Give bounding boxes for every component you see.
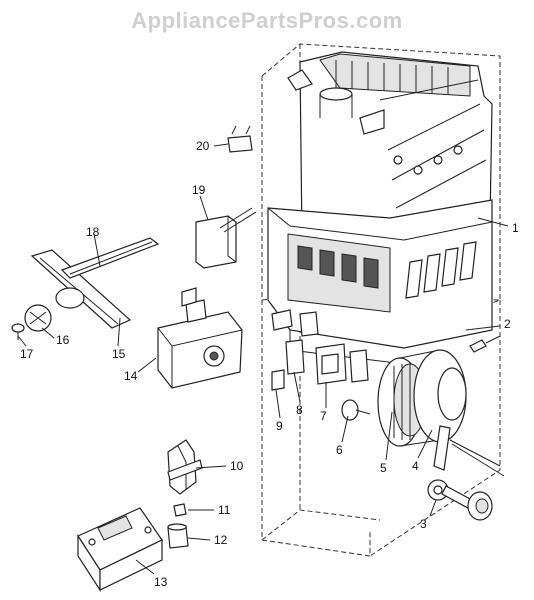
gas-valve [157,287,243,389]
callout-8: 8 [296,403,303,417]
watermark: AppliancePartsPros.com [131,8,403,33]
callout-4: 4 [412,459,419,473]
callout-13: 13 [154,575,168,589]
callout-2: 2 [504,317,511,331]
callout-9: 9 [276,419,283,433]
heat-exchanger [287,51,493,251]
callouts: 1 2 3 4 5 6 7 8 9 10 11 12 13 14 15 16 1… [20,139,519,589]
screw-part-2 [469,335,501,353]
callout-10: 10 [230,459,244,473]
pilot-orifice [173,503,187,517]
control-components [271,309,371,421]
ignition-module [77,507,163,593]
callout-12: 12 [214,533,228,547]
callout-18: 18 [86,225,100,239]
pressure-switch [427,479,493,521]
orifice-fitting [167,523,189,549]
orifice-screw [11,323,25,340]
callout-20: 20 [196,139,210,153]
callout-6: 6 [336,443,343,457]
callout-16: 16 [56,333,70,347]
callout-3: 3 [420,517,427,531]
leader-lines [17,143,509,575]
burner [30,237,160,329]
callout-1: 1 [512,221,519,235]
burner-orifice-disc [24,304,52,332]
callout-5: 5 [380,461,387,475]
callout-7: 7 [320,409,327,423]
callout-11: 11 [218,503,231,517]
burner-box [267,199,493,365]
callout-17: 17 [20,347,34,361]
pilot-bracket [167,439,203,495]
limit-switch [227,125,253,153]
callout-19: 19 [192,183,206,197]
control-box [195,207,257,269]
inducer-motor [377,349,467,447]
inducer-bracket [433,425,505,477]
callout-14: 14 [124,369,138,383]
callout-15: 15 [112,347,126,361]
